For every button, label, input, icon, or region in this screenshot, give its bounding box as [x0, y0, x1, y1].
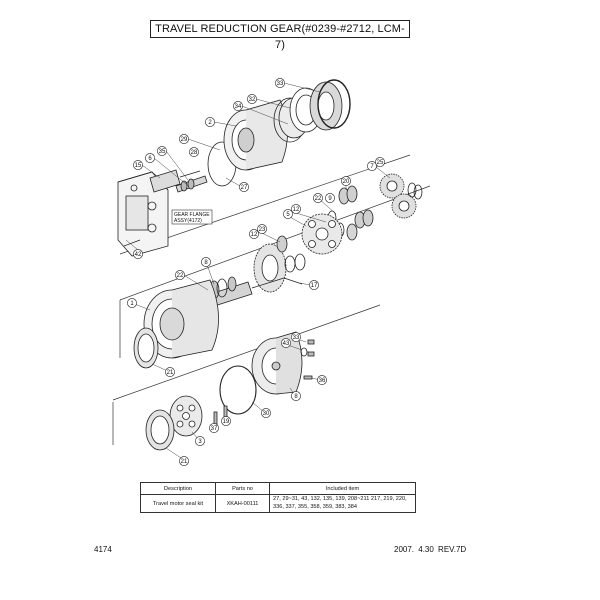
callout-37: 37: [211, 426, 218, 432]
bearing-ring-21-upper-inner: [137, 333, 155, 363]
callout-5: 5: [286, 212, 290, 218]
callout-6-upper: 6: [148, 156, 152, 162]
callout-29: 29: [181, 137, 188, 143]
callout-35: 35: [159, 149, 166, 155]
callout-27: 27: [241, 185, 248, 191]
callout-33-drum: 33: [277, 81, 284, 87]
table-row: Travel motor seal kit XKAH-00111 27, 29~…: [140, 493, 416, 514]
callout-12-upper: 12: [293, 207, 300, 213]
cell-description: Travel motor seal kit: [140, 493, 216, 514]
small-shaft-parts: [175, 175, 208, 193]
main-housing-part-1: [143, 279, 219, 359]
cell-included-items: 27, 29~31, 43, 132, 135, 139, 208~211 21…: [269, 493, 416, 514]
callout-36: 36: [319, 378, 326, 384]
gear-flange-label-line1: GEAR FLANGE: [174, 212, 210, 218]
cell-parts-no: XKAH-00111: [215, 493, 270, 514]
callout-12-lower: 12: [251, 232, 258, 238]
gear-flange-label-line2: ASSY(4172): [174, 218, 202, 224]
callout-42: 42: [135, 252, 142, 258]
callout-15: 15: [135, 163, 142, 169]
bearing-set-middle: [327, 185, 374, 241]
column-header-parts-no: Parts no: [215, 482, 270, 495]
parts-table: Description Parts no Included item Trave…: [140, 482, 416, 514]
callout-9: 9: [328, 196, 332, 202]
callout-33-bolt: 33: [293, 335, 300, 341]
ring-gear-23: [253, 235, 306, 293]
callout-2: 2: [208, 120, 212, 126]
callout-34: 34: [235, 104, 242, 110]
callout-8-upper: 8: [204, 260, 208, 266]
callout-43: 43: [283, 341, 290, 347]
gear-cluster-7-25: [379, 173, 423, 219]
callout-28: 28: [191, 150, 198, 156]
callout-32: 32: [249, 97, 256, 103]
callout-22-lower: 22: [177, 273, 184, 279]
column-header-included-item: Included item: [269, 482, 416, 495]
sun-shaft-parts: [203, 276, 303, 309]
date-revision: 2007. 4.30 REV.7D: [394, 545, 467, 554]
callout-3: 3: [198, 439, 202, 445]
callout-20: 20: [343, 179, 350, 185]
gear-flange-assembly: [117, 171, 213, 257]
callout-21-lower: 21: [181, 459, 188, 465]
diagram-title: TRAVEL REDUCTION GEAR(#0239-#2712, LCM-7…: [150, 20, 410, 51]
callout-21-upper: 21: [167, 370, 174, 376]
carrier-part-5: [301, 213, 343, 255]
carrier-part-3: [169, 395, 203, 437]
o-ring-30: [219, 365, 257, 415]
drum-part-33: [309, 79, 351, 131]
callout-8-lower: 8: [294, 394, 298, 400]
callout-25: 25: [377, 160, 384, 166]
callout-circles: [127, 78, 385, 466]
hub-part-2: [223, 99, 288, 171]
callout-1: 1: [130, 301, 134, 307]
callout-30: 30: [263, 411, 270, 417]
page-number: 4174: [94, 545, 112, 554]
callout-17: 17: [311, 283, 318, 289]
table-header-row: Description Parts no Included item: [140, 482, 416, 495]
shaft-part-15: [149, 169, 201, 193]
callout-23: 23: [259, 227, 266, 233]
column-header-description: Description: [140, 482, 216, 495]
callout-22-upper: 22: [315, 196, 322, 202]
callout-7: 7: [370, 164, 374, 170]
callout-19: 19: [223, 419, 230, 425]
bolts-43-33-36: [300, 339, 315, 380]
bearing-ring-21-lower-inner: [150, 415, 170, 445]
